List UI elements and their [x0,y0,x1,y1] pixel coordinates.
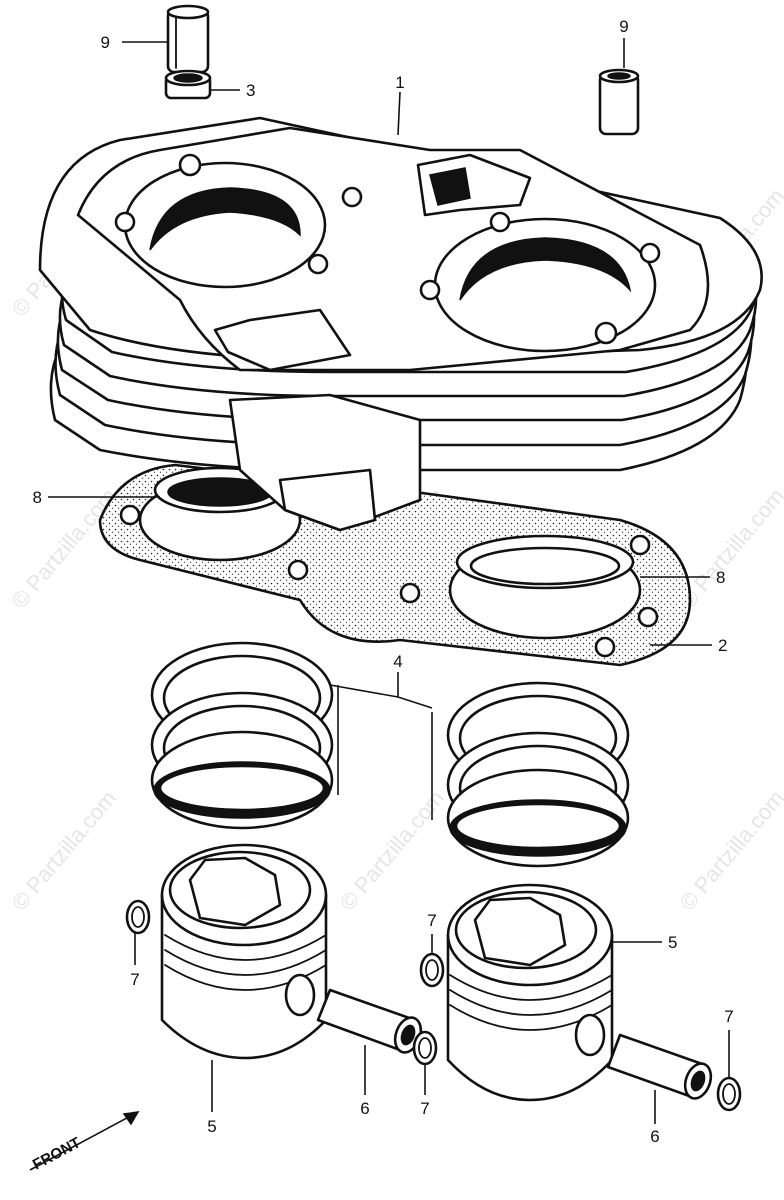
callout-6: 6 [650,1127,659,1146]
piston-ring-set-left [150,641,334,830]
callout-7: 7 [427,911,436,930]
callout-labels: 9 9 3 1 8 8 2 4 5 5 6 6 7 7 7 7 [33,17,734,1146]
callout-6: 6 [360,1099,369,1118]
dowel-pin-right [598,68,640,136]
watermark: © Partzilla.com [7,484,121,614]
watermark: © Partzilla.com [7,786,121,916]
callout-2: 2 [718,636,727,655]
piston-left [160,843,328,1060]
piston-right [446,883,614,1102]
front-direction-indicator: FRONT [29,1111,140,1174]
callout-8: 8 [33,488,42,507]
callout-9: 9 [101,33,110,52]
callout-9: 9 [619,17,628,36]
piston-pin-clip-2 [419,952,445,988]
callout-7: 7 [130,970,139,989]
front-label: FRONT [30,1134,84,1173]
callout-7: 7 [724,1007,733,1026]
piston-pin-left [316,988,423,1054]
watermark: © Partzilla.com [675,786,784,916]
piston-pin-right [606,1033,713,1100]
cylinder-sleeve-o-ring-right [455,534,635,590]
cylinder-block [38,116,763,532]
callout-5: 5 [207,1117,216,1136]
callout-4: 4 [393,652,402,671]
oil-seal-ring [164,69,212,100]
callout-1: 1 [395,73,404,92]
piston-pin-clip-4 [716,1076,742,1112]
dowel-pin-left [166,4,210,74]
callout-5: 5 [668,933,677,952]
piston-pin-clip-3 [412,1030,438,1066]
piston-ring-set-right [446,681,630,868]
leader-lines [48,38,730,1124]
callout-3: 3 [246,81,255,100]
callout-7: 7 [420,1099,429,1118]
callout-8: 8 [716,568,725,587]
piston-pin-clip-1 [125,899,151,935]
